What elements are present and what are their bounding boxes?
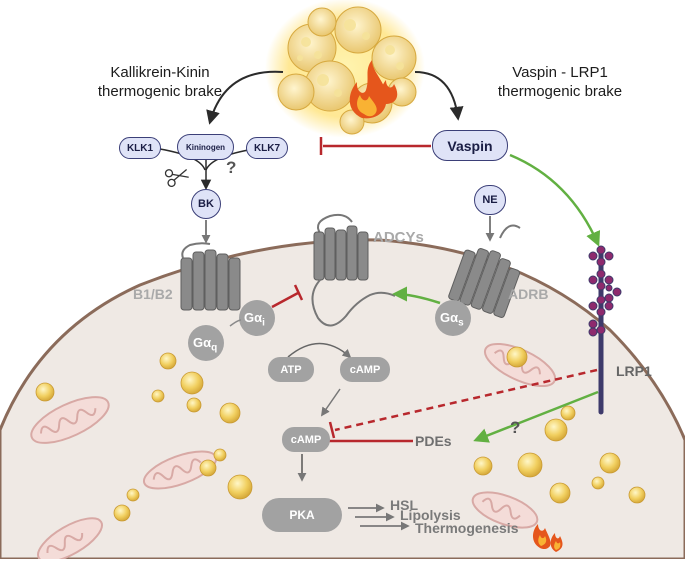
gaq-main: Gα: [193, 335, 212, 350]
lrp1-to-pdes-arrow: [473, 390, 599, 443]
gaq-sub: q: [211, 342, 218, 354]
left-title: Kallikrein-Kinin thermogenic brake: [80, 63, 240, 101]
left-title-line1: Kallikrein-Kinin: [110, 64, 210, 81]
thermogenesis-label: Thermogenesis: [415, 520, 519, 536]
arrow-vaspin-to-lrp1: [509, 153, 601, 247]
gas-sub: s: [458, 317, 464, 329]
gai-main: Gα: [244, 310, 263, 325]
klk7-pill: KLK7: [246, 137, 288, 159]
left-title-line2: thermogenic brake: [97, 83, 223, 100]
kininogen-pill: Kininogen: [177, 134, 234, 160]
lrp1-dashed-inhibition: [328, 368, 598, 439]
pdes-label: PDEs: [415, 433, 452, 449]
scissors-icon: [164, 169, 189, 188]
atp-to-camp-arrow: [287, 342, 352, 359]
b1b2-receptor: [180, 242, 241, 311]
mitochondrion-icon: [30, 342, 557, 563]
lrp1-label: LRP1: [616, 363, 652, 379]
gai-sub: i: [262, 317, 265, 329]
arrow-fat-to-kininogen: [206, 70, 284, 125]
bk-pill: BK: [191, 189, 221, 219]
arrow-fat-to-vaspin: [414, 71, 464, 121]
right-title-line1: Vaspin - LRP1: [512, 64, 608, 81]
lipolysis-label: Lipolysis: [400, 507, 461, 523]
fat-cluster-icon: [265, 0, 425, 138]
flame-icon: [533, 524, 563, 552]
gai-inhibits-adcy: [271, 284, 304, 309]
hsl-label: HSL: [390, 497, 418, 513]
adrb-label: ADRB: [508, 286, 549, 302]
right-title: Vaspin - LRP1 thermogenic brake: [480, 63, 640, 101]
gaq-label: Gαq: [193, 335, 217, 354]
adcys-label: ADCYs: [373, 229, 424, 246]
pka-pill: PKA: [262, 498, 342, 532]
vaspin-pill: Vaspin: [432, 130, 508, 161]
adcy-enzyme: [311, 213, 396, 327]
b1b2-label: B1/B2: [133, 286, 173, 302]
ne-pill: NE: [474, 185, 506, 215]
gas-activates-adcy: [392, 286, 441, 305]
gai-label: Gαi: [244, 310, 265, 329]
atp-pill: ATP: [268, 357, 314, 382]
pka-output-arrows: [348, 503, 410, 531]
camp-mid-pill: cAMP: [282, 427, 330, 452]
klk1-pill: KLK1: [119, 137, 161, 159]
lrp1-receptor: [588, 245, 622, 415]
camp-top-pill: cAMP: [340, 357, 390, 382]
lipid-droplet-icon: [35, 346, 646, 522]
camp-flow-arrow: [320, 388, 341, 417]
g-proteins: [188, 300, 471, 361]
adrb-receptor: [448, 224, 521, 318]
vaspin-inhibition-line: [319, 137, 431, 155]
pdes-question-mark: ?: [510, 418, 521, 437]
gas-main: Gα: [440, 310, 459, 325]
flame-icon: [349, 60, 398, 119]
kininogen-question-mark: ?: [226, 158, 237, 177]
gas-label: Gαs: [440, 310, 464, 329]
right-title-line2: thermogenic brake: [497, 83, 623, 100]
